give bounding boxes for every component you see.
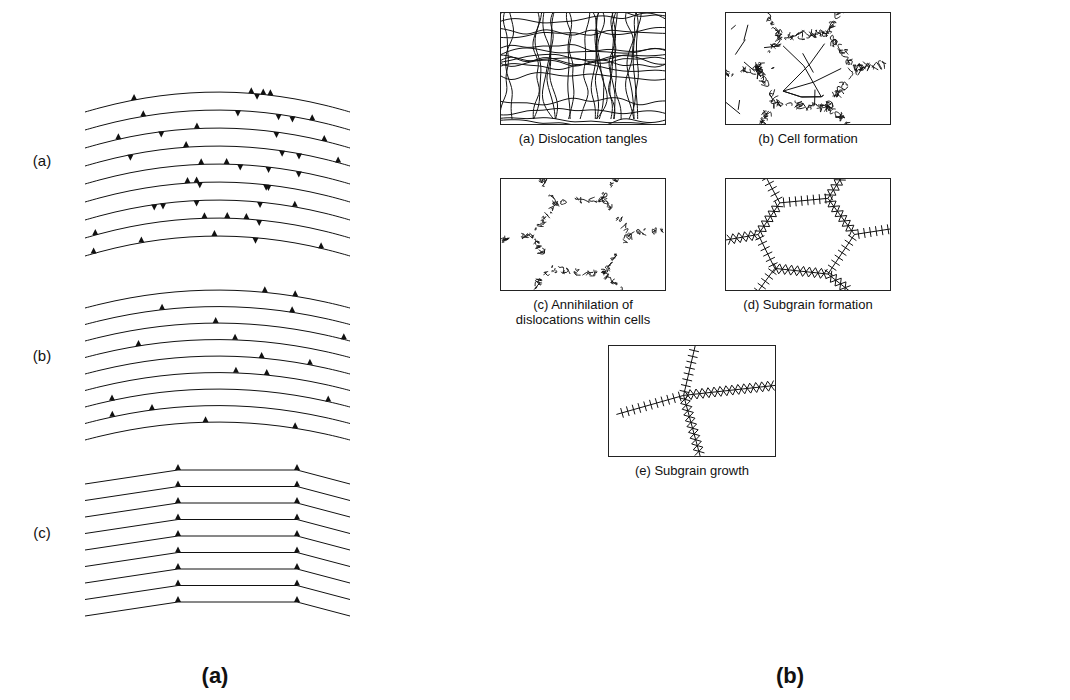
dislocation-networks xyxy=(495,7,891,457)
stage-panel: (b) Cell formation xyxy=(725,12,891,146)
panel-label: (b) xyxy=(33,347,51,364)
stage-panel: (d) Subgrain formation xyxy=(725,178,891,312)
panel-label: (c) xyxy=(33,524,51,541)
stage-caption: (c) Annihilation of dislocations within … xyxy=(500,297,666,327)
stage-caption: (b) Cell formation xyxy=(725,131,891,146)
panel-frame xyxy=(608,345,776,457)
lattice-planes xyxy=(85,87,350,616)
stage-panel: (c) Annihilation of dislocations within … xyxy=(500,178,666,327)
stage-caption: (e) Subgrain growth xyxy=(608,463,776,478)
figure-label: (b) xyxy=(776,663,804,689)
stage-caption: (a) Dislocation tangles xyxy=(500,131,666,146)
panel-frame xyxy=(725,12,891,125)
panel-label: (a) xyxy=(33,152,51,169)
panel-frame xyxy=(500,12,666,125)
stage-caption: (d) Subgrain formation xyxy=(725,297,891,312)
stage-panel: (a) Dislocation tangles xyxy=(500,12,666,146)
panel-frame xyxy=(725,178,891,291)
panel-frame xyxy=(500,178,666,291)
stage-panel: (e) Subgrain growth xyxy=(608,345,776,478)
figure-label: (a) xyxy=(202,663,229,689)
